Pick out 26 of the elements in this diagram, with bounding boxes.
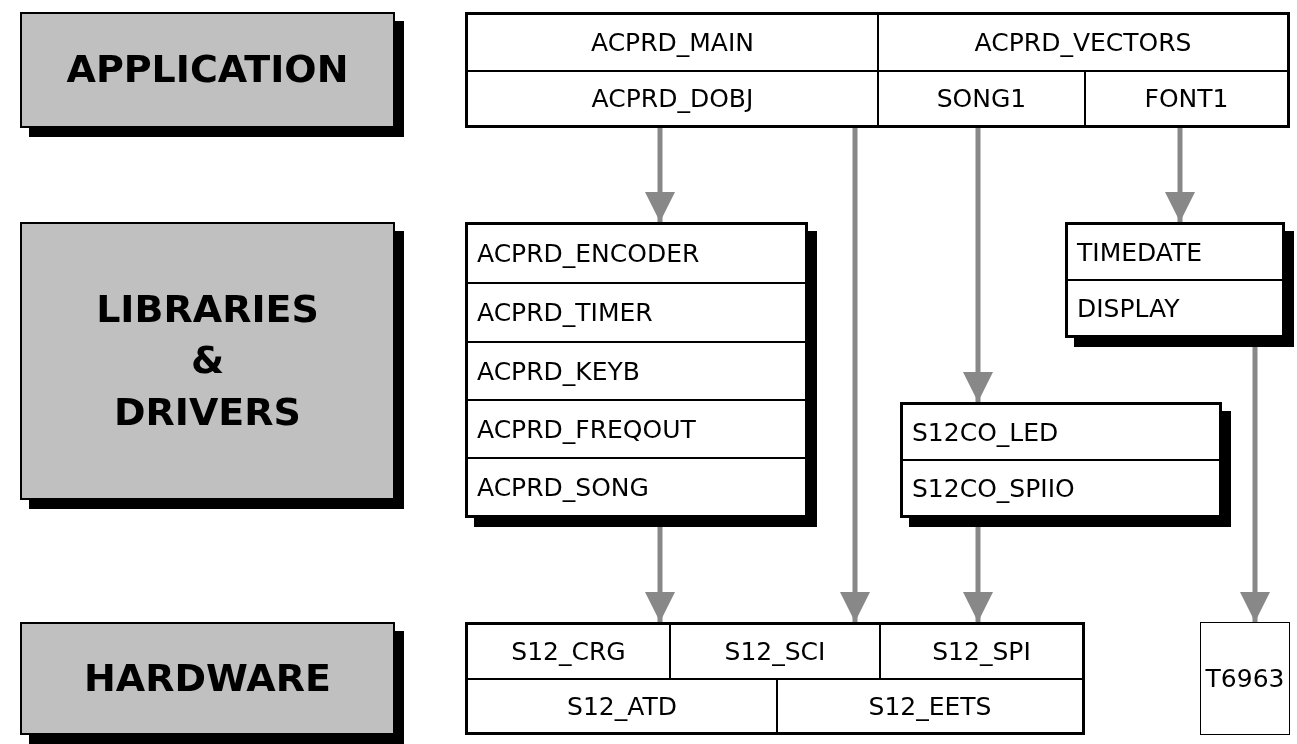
module-box: S12_SCI xyxy=(670,624,880,679)
module-box: T6963 xyxy=(1200,622,1290,735)
module-box: S12_SPI xyxy=(880,624,1083,679)
module-box: SONG1 xyxy=(878,71,1085,126)
module-box: S12_CRG xyxy=(467,624,670,679)
module-box: ACPRD_MAIN xyxy=(467,14,878,71)
module-box: FONT1 xyxy=(1085,71,1288,126)
module-box: ACPRD_SONG xyxy=(467,458,806,516)
arrow xyxy=(645,128,675,222)
module-box: S12CO_LED xyxy=(902,404,1220,460)
module-box: S12_EETS xyxy=(777,679,1083,733)
arrow xyxy=(963,128,993,402)
arrow xyxy=(840,128,870,622)
module-box: TIMEDATE xyxy=(1067,224,1283,280)
module-box: S12CO_SPIIO xyxy=(902,460,1220,516)
module-box: ACPRD_KEYB xyxy=(467,342,806,400)
arrow xyxy=(1165,128,1195,222)
module-box: ACPRD_TIMER xyxy=(467,283,806,342)
module-box: ACPRD_DOBJ xyxy=(467,71,878,126)
module-box: ACPRD_ENCODER xyxy=(467,224,806,283)
module-box: ACPRD_FREQOUT xyxy=(467,400,806,458)
module-group-box xyxy=(465,12,1290,128)
module-box: DISPLAY xyxy=(1067,280,1283,336)
module-box: ACPRD_VECTORS xyxy=(878,14,1288,71)
module-box: S12_ATD xyxy=(467,679,777,733)
module-group-box xyxy=(465,622,1085,735)
